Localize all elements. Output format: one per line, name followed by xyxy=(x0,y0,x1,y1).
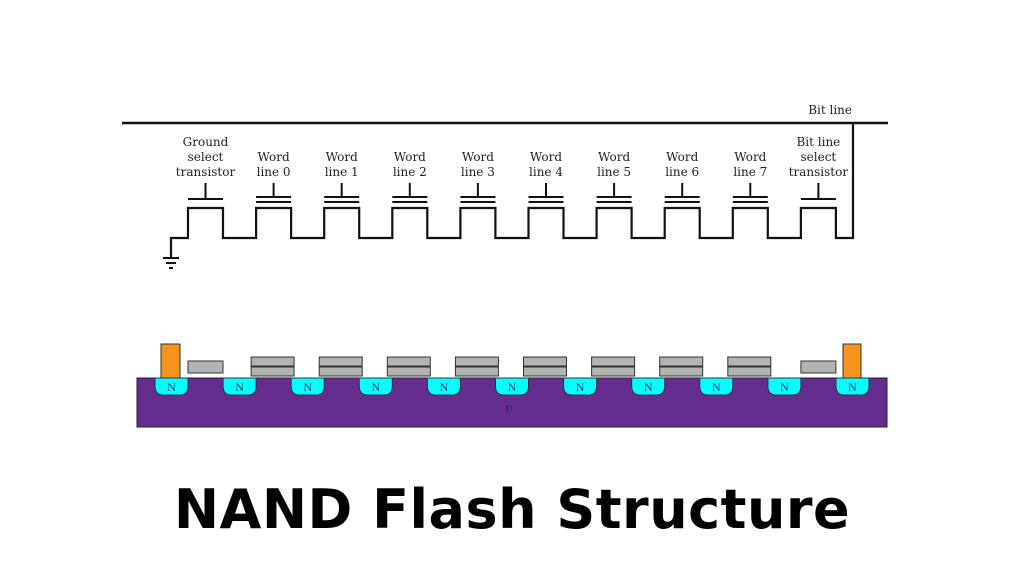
n-well: N xyxy=(835,377,870,396)
substrate-label: P xyxy=(506,402,513,416)
page-title: NAND Flash Structure xyxy=(173,478,851,541)
schematic: Bit line GroundselecttransistorWordline … xyxy=(122,103,888,269)
gate-stacks xyxy=(160,343,862,379)
transistor-label: line 6 xyxy=(665,165,699,179)
svg-text:N: N xyxy=(712,380,721,394)
bit-line-label: Bit line xyxy=(808,103,852,117)
floating-gate-stack xyxy=(659,356,704,377)
n-well: N xyxy=(631,377,666,396)
svg-text:N: N xyxy=(440,380,449,394)
floating-gate-stack xyxy=(454,356,499,377)
string-wire xyxy=(169,123,855,258)
n-well: N xyxy=(767,377,802,396)
transistor-label: line 1 xyxy=(325,165,359,179)
svg-text:N: N xyxy=(644,380,653,394)
transistor-label: Word xyxy=(258,150,290,164)
ground-icon xyxy=(163,257,179,269)
n-well: N xyxy=(290,377,325,396)
floating-gate-stack xyxy=(523,356,567,377)
n-well: N xyxy=(222,377,257,396)
select-gate xyxy=(187,360,224,374)
svg-text:N: N xyxy=(576,380,585,394)
floating-gate-stack xyxy=(727,356,772,377)
drain-contact xyxy=(842,343,862,379)
svg-text:N: N xyxy=(235,380,244,394)
svg-text:N: N xyxy=(508,380,517,394)
n-well: N xyxy=(358,377,393,396)
svg-text:N: N xyxy=(848,380,857,394)
transistor-label: line 4 xyxy=(529,165,563,179)
transistor-label: transistor xyxy=(176,165,236,179)
transistor-label: Word xyxy=(598,150,630,164)
transistor-label: select xyxy=(188,150,224,164)
n-well: N xyxy=(495,377,529,396)
transistor-label: line 5 xyxy=(597,165,631,179)
n-well: N xyxy=(699,377,734,396)
transistor-label: Bit line xyxy=(796,135,840,149)
floating-gate-stack xyxy=(318,356,363,377)
n-well: N xyxy=(563,377,598,396)
floating-gate-stack xyxy=(591,356,636,377)
n-well: N xyxy=(154,377,189,396)
transistor-label: line 7 xyxy=(733,165,767,179)
transistor-label: line 0 xyxy=(257,165,291,179)
cross-section: N N N N N N N N N N N P xyxy=(136,343,888,428)
floating-gate-stack xyxy=(386,356,431,377)
transistor-label: transistor xyxy=(789,165,849,179)
svg-text:N: N xyxy=(780,380,789,394)
transistor-label: Word xyxy=(462,150,494,164)
transistor-label: Word xyxy=(394,150,426,164)
svg-text:N: N xyxy=(167,380,176,394)
source-contact xyxy=(160,343,181,379)
transistor-label: Word xyxy=(734,150,766,164)
select-gate xyxy=(800,360,837,374)
transistor-label: Ground xyxy=(183,135,229,149)
transistor-label: select xyxy=(801,150,837,164)
svg-text:N: N xyxy=(303,380,312,394)
transistor-label: Word xyxy=(666,150,698,164)
svg-text:N: N xyxy=(371,380,380,394)
transistor-label: Word xyxy=(530,150,562,164)
n-well: N xyxy=(426,377,461,396)
transistor-label: line 3 xyxy=(461,165,495,179)
floating-gate-stack xyxy=(250,356,295,377)
transistor-label: line 2 xyxy=(393,165,427,179)
transistor-label: Word xyxy=(326,150,358,164)
